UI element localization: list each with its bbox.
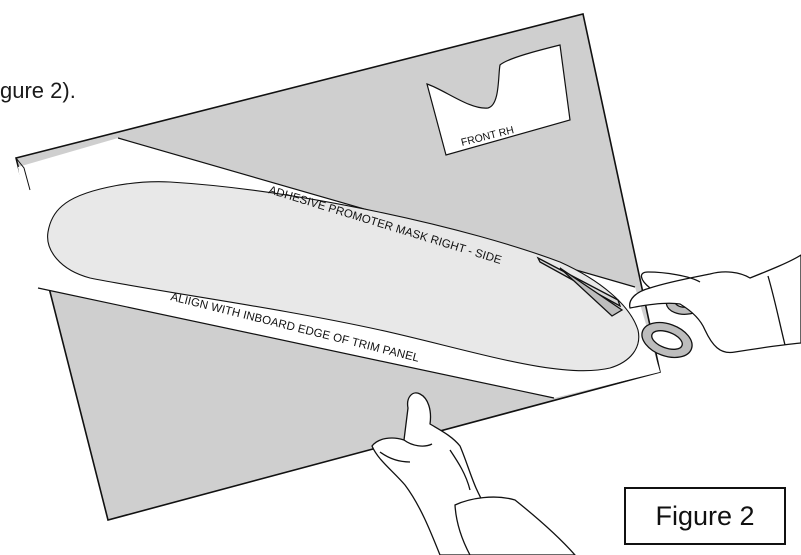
figure-caption-box: Figure 2 [624, 487, 786, 545]
right-hand [629, 254, 801, 354]
figure-caption: Figure 2 [655, 500, 755, 531]
mask-shape [47, 181, 640, 372]
sheet-corner-fold [15, 157, 31, 191]
front-rh-piece [426, 44, 571, 156]
strip-bottom-edge [37, 287, 555, 399]
left-sleeve [454, 496, 576, 555]
intro-text: gure 2). [0, 78, 76, 103]
